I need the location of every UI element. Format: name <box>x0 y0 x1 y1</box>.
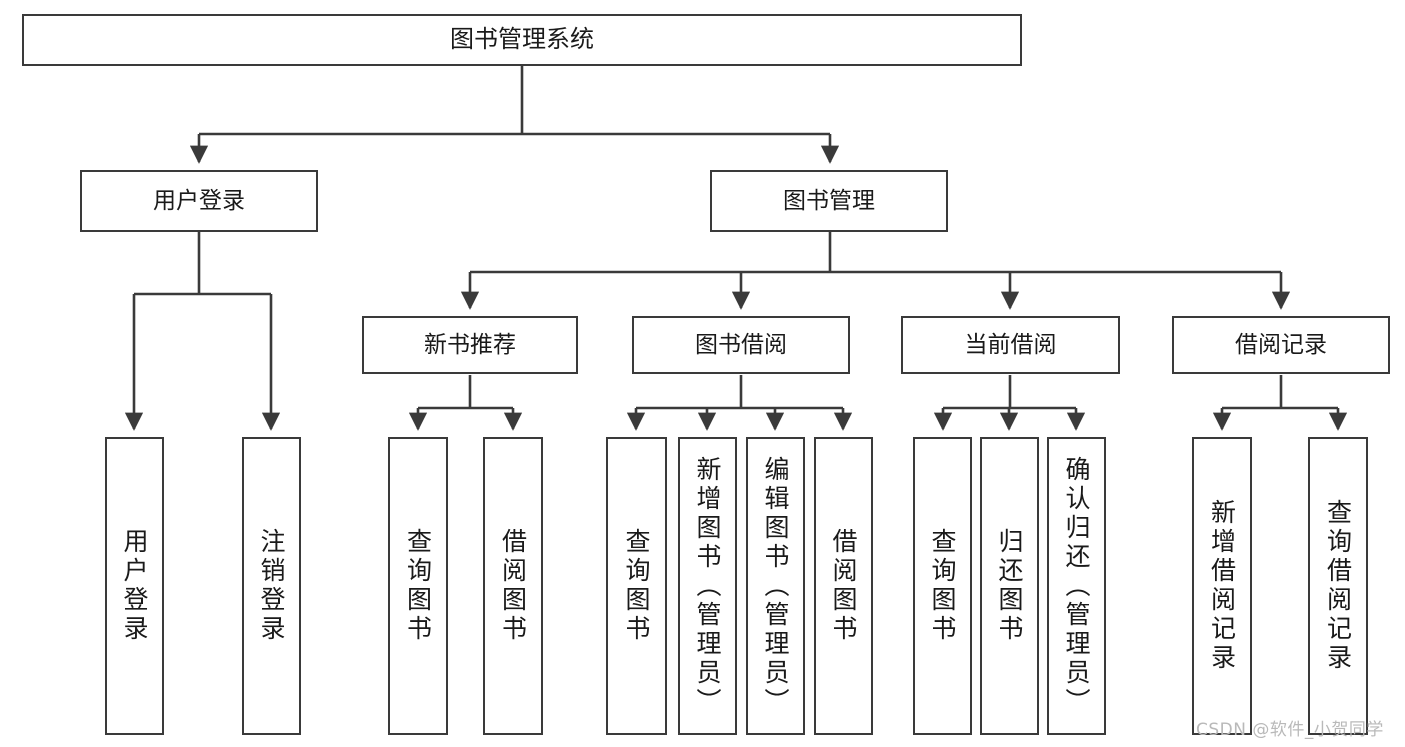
node-label: 编辑图书（管理员） <box>761 455 790 717</box>
node-book-management[interactable]: 图书管理 <box>710 170 948 232</box>
node-label: 用户登录 <box>120 528 149 644</box>
node-label: 归还图书 <box>995 528 1024 644</box>
node-label: 新书推荐 <box>424 331 516 358</box>
node-label: 查询图书 <box>928 528 957 644</box>
node-label: 查询图书 <box>403 528 433 644</box>
node-new-book-recommend[interactable]: 新书推荐 <box>362 316 578 374</box>
leaf-current-borrow-return-book[interactable]: 归还图书 <box>980 437 1039 735</box>
node-label: 图书借阅 <box>695 331 787 358</box>
leaf-borrow-record-add-record[interactable]: 新增借阅记录 <box>1192 437 1252 735</box>
node-label: 新增图书（管理员） <box>693 455 722 717</box>
leaf-user-login-logout[interactable]: 注销登录 <box>242 437 301 735</box>
node-borrow-record[interactable]: 借阅记录 <box>1172 316 1390 374</box>
leaf-book-borrow-add-book-admin[interactable]: 新增图书（管理员） <box>678 437 737 735</box>
node-label: 查询图书 <box>622 528 651 644</box>
leaf-user-login-login[interactable]: 用户登录 <box>105 437 164 735</box>
leaf-book-borrow-edit-book-admin[interactable]: 编辑图书（管理员） <box>746 437 805 735</box>
leaf-current-borrow-confirm-return-admin[interactable]: 确认归还（管理员） <box>1047 437 1106 735</box>
node-label: 图书管理 <box>783 187 875 214</box>
leaf-new-book-borrow-book[interactable]: 借阅图书 <box>483 437 543 735</box>
node-label: 图书管理系统 <box>450 25 594 54</box>
leaf-book-borrow-borrow-book[interactable]: 借阅图书 <box>814 437 873 735</box>
node-current-borrow[interactable]: 当前借阅 <box>901 316 1120 374</box>
leaf-borrow-record-query-record[interactable]: 查询借阅记录 <box>1308 437 1368 735</box>
node-label: 借阅记录 <box>1235 331 1327 358</box>
node-root-book-management-system[interactable]: 图书管理系统 <box>22 14 1022 66</box>
node-user-login[interactable]: 用户登录 <box>80 170 318 232</box>
node-label: 借阅图书 <box>498 528 528 644</box>
leaf-book-borrow-query-book[interactable]: 查询图书 <box>606 437 667 735</box>
node-label: 当前借阅 <box>964 331 1057 358</box>
node-label: 新增借阅记录 <box>1207 499 1237 673</box>
leaf-new-book-query-book[interactable]: 查询图书 <box>388 437 448 735</box>
node-book-borrow[interactable]: 图书借阅 <box>632 316 850 374</box>
node-label: 查询借阅记录 <box>1323 499 1353 673</box>
node-label: 借阅图书 <box>829 528 858 644</box>
csdn-watermark: CSDN @软件_小贺同学 <box>1196 720 1384 740</box>
node-label: 用户登录 <box>153 187 245 214</box>
node-label: 确认归还（管理员） <box>1062 455 1091 717</box>
leaf-current-borrow-query-book[interactable]: 查询图书 <box>913 437 972 735</box>
node-label: 注销登录 <box>257 528 286 644</box>
